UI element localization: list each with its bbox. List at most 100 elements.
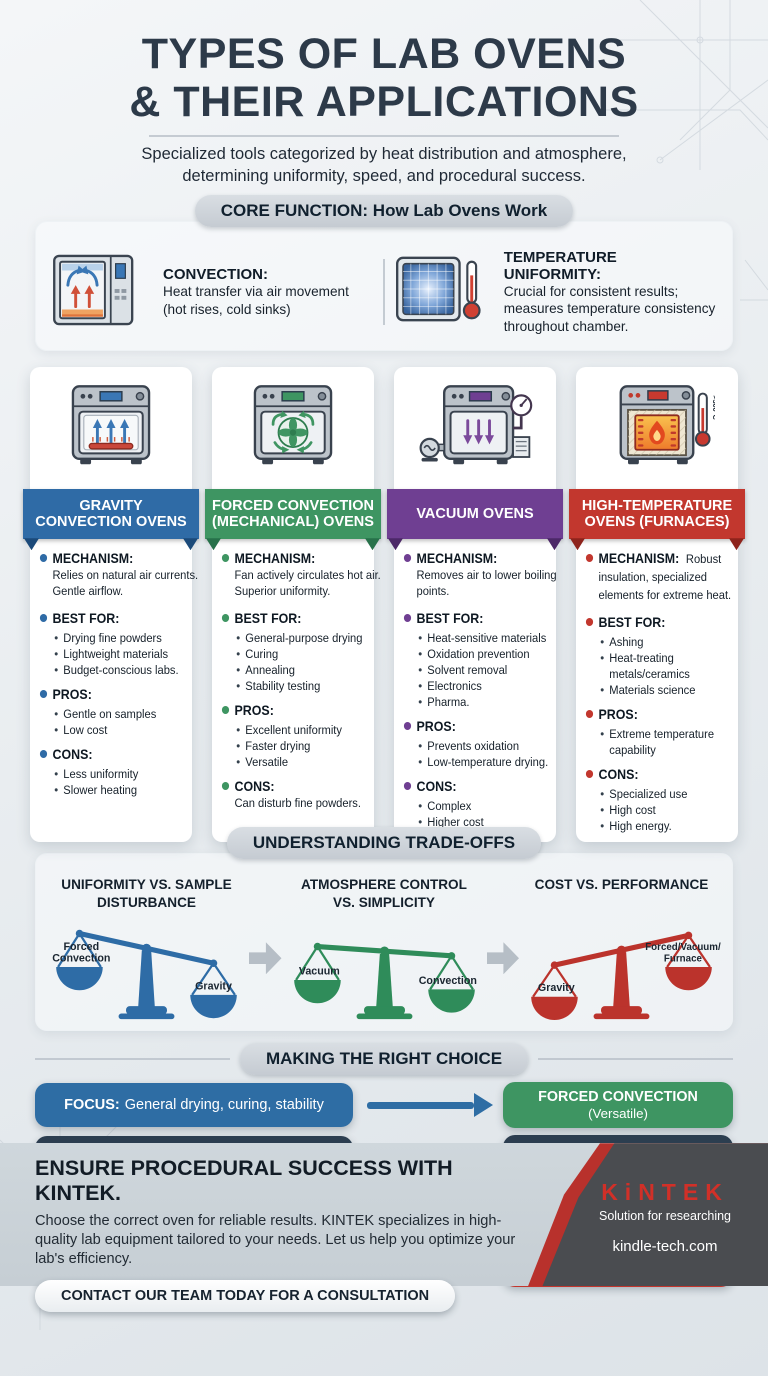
core-function-panel: CONVECTION: Heat transfer via air moveme… [35,221,733,352]
core-item-desc: Crucial for consistent results; measures… [503,284,716,334]
focus-pill: FOCUS: General drying, curing, stability [35,1083,353,1128]
right-arrow-icon [486,942,519,975]
bullet-item: Heat-treating metals/ceramics [600,650,745,682]
card-section: MECHANISM: Fan actively circulates hot a… [221,550,381,602]
bullet-item: Materials science [600,682,745,698]
section-label: CONS: [598,767,639,783]
bullet-item: Specialized use [600,786,687,802]
bullet-item: Solvent removal [418,662,546,678]
bullet-item: Low cost [54,722,156,738]
bullet-item: Annealing [236,662,362,678]
result-pill: FORCED CONVECTION (Versatile) [503,1082,733,1129]
bullet-item: Pharma. [418,694,546,710]
temperature-uniformity-icon [393,252,491,333]
right-arrow-icon [353,1093,503,1118]
balance-scale-icon: Vacuum Convection [293,942,476,1020]
bullet-dot-icon [221,705,230,714]
svg-text:Convection: Convection [52,953,110,965]
footer-brand-panel: KiNTEK Solution for researching kindle-t… [528,1143,768,1287]
tradeoffs-section: UNDERSTANDING TRADE-OFFS UNIFORMITY VS. … [35,827,733,1032]
gravity-convection-oven-icon [30,367,192,489]
card-title-ribbon: VACUUM OVENS [387,489,563,551]
svg-text:Vacuum: Vacuum [298,966,339,978]
bullet-dot-icon [221,613,230,622]
card-section: CONS: Specialized useHigh costHigh energ… [585,766,745,834]
core-function-section: CORE FUNCTION: How Lab Ovens Work [35,195,733,352]
balance-scale-icon: Gravity Forced/Vacuum/ Furnace [531,931,721,1021]
section-label: MECHANISM: [416,551,498,567]
heading-line [35,1058,230,1061]
bullet-item: Gentle on samples [54,706,156,722]
bullet-dot-icon [39,689,48,698]
card-body: MECHANISM: Fan actively circulates hot a… [212,539,386,822]
bullet-dot-icon [39,554,48,563]
contact-cta-button[interactable]: CONTACT OUR TEAM TODAY FOR A CONSULTATIO… [35,1280,456,1313]
bullet-dot-icon [585,618,594,627]
bullet-item: Slower heating [54,782,138,798]
section-label: PROS: [416,718,456,734]
bullet-item: Faster drying [236,738,342,754]
right-arrow-icon [249,942,282,975]
bullet-dot-icon [585,710,594,719]
card-title-ribbon: HIGH-TEMPERATURE OVENS (FURNACES) [569,489,745,551]
card-section: BEST FOR: Heat-sensitive materialsOxidat… [403,610,563,710]
section-label: PROS: [234,702,274,718]
scale-atmosphere-vs-simplicity: ATMOSPHERE CONTROL VS. SIMPLICITY [282,876,487,1021]
card-section: PROS: Excellent uniformityFaster dryingV… [221,702,381,770]
svg-text:Furnace: Furnace [664,954,703,965]
svg-text:Forced/Vacuum/: Forced/Vacuum/ [645,942,721,953]
section-label: CONS: [52,746,93,762]
card-title-ribbon: GRAVITY CONVECTION OVENS [23,489,199,551]
core-item-temperature-uniformity: TEMPERATURE UNIFORMITY: Crucial for cons… [393,249,716,335]
bullet-item: Excellent uniformity [236,722,342,738]
page-title-line1: TYPES OF LAB OVENS [141,30,627,78]
bullet-dot-icon [403,721,412,730]
section-label: BEST FOR: [234,610,302,626]
svg-text:Gravity: Gravity [538,982,575,994]
bullet-item: Higher cost [418,814,483,830]
bullet-item: Budget-conscious labs. [54,662,178,678]
card-high-temperature-furnace: >300°C HIGH-TEMPERATURE OVENS (FURNACES)… [569,367,745,843]
card-section: BEST FOR: AshingHeat-treating metals/cer… [585,614,745,698]
card-vacuum-oven: VACUUM OVENS MECHANISM: Removes air to l… [387,367,563,843]
bullet-item: Complex [418,798,483,814]
scale-uniformity-vs-disturbance: UNIFORMITY VS. SAMPLE DISTURBANCE [44,876,249,1021]
bullet-dot-icon [403,781,412,790]
bullet-item: Extreme temperature capability [600,726,745,758]
footer-headline: ENSURE PROCEDURAL SUCCESS WITH KINTEK. [35,1156,453,1206]
card-gravity-convection: GRAVITY CONVECTION OVENS MECHANISM: Reli… [23,367,199,843]
scale-cost-vs-performance: COST VS. PERFORMANCE [519,876,724,1021]
svg-text:Forced: Forced [64,941,100,953]
bullet-dot-icon [39,613,48,622]
brand-tagline: Solution for researching [598,1209,732,1224]
bullet-item: Lightweight materials [54,646,178,662]
bullet-dot-icon [585,770,594,779]
bullet-item: Versatile [236,754,342,770]
tradeoffs-panel: UNIFORMITY VS. SAMPLE DISTURBANCE [35,853,733,1032]
kintek-logo: KiNTEK [601,1179,729,1206]
balance-scale-icon: Forced Convection Gravity [52,929,237,1020]
bullet-dot-icon [221,781,230,790]
section-label: CONS: [416,778,457,794]
card-forced-convection: FORCED CONVECTION (MECHANICAL) OVENS MEC… [205,367,381,843]
section-label: MECHANISM: [234,551,316,567]
section-label: MECHANISM: [598,551,680,567]
bullet-item: Low-temperature drying. [418,754,548,770]
section-text: Can disturb fine powders. [234,795,361,810]
card-section: MECHANISM: Relies on natural air current… [39,550,199,602]
focus-text: General drying, curing, stability [124,1097,324,1114]
result-subtitle: (Versatile) [588,1105,648,1121]
core-item-title: CONVECTION: [163,266,268,284]
bullet-dot-icon [403,613,412,622]
bullet-item: Stability testing [236,678,362,694]
card-section: BEST FOR: General-purpose dryingCuringAn… [221,610,381,694]
section-label: BEST FOR: [52,610,120,626]
result-title: FORCED CONVECTION [538,1089,698,1106]
page-title: TYPES OF LAB OVENS & THEIR APPLICATIONS [0,30,768,126]
high-temperature-furnace-icon: >300°C [576,367,738,489]
card-section: BEST FOR: Drying fine powdersLightweight… [39,610,199,678]
section-text: Relies on natural air currents. Gentle a… [52,568,199,599]
bullet-item: Less uniformity [54,766,138,782]
core-item-convection: CONVECTION: Heat transfer via air moveme… [52,252,375,333]
card-title-ribbon: FORCED CONVECTION (MECHANICAL) OVENS [205,489,381,551]
